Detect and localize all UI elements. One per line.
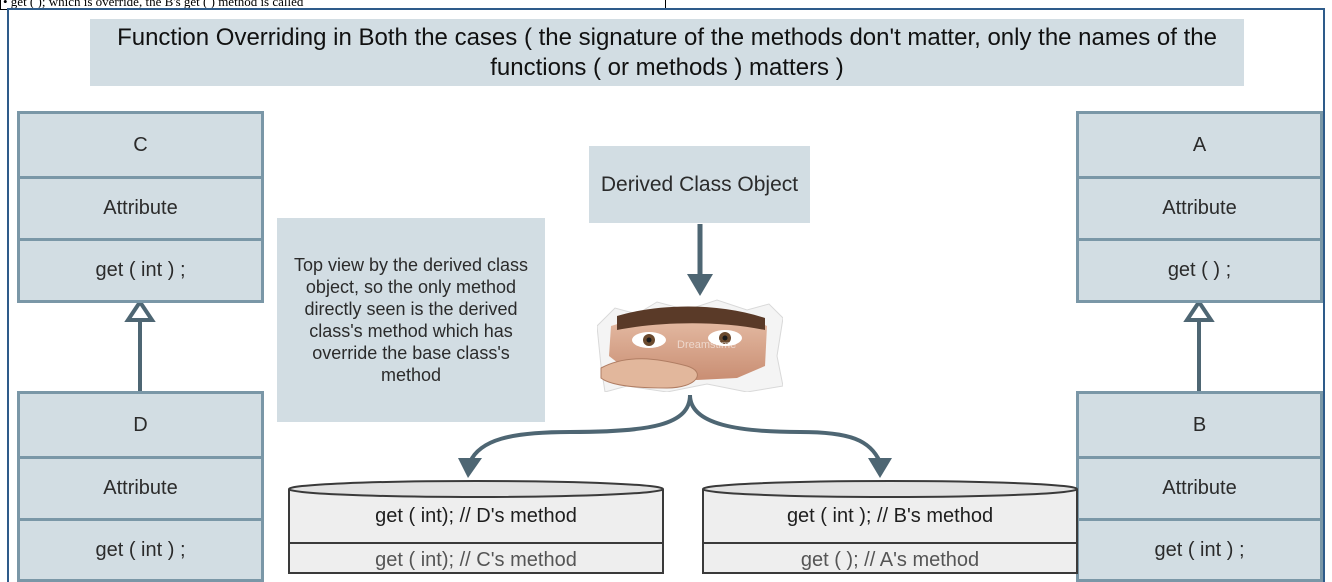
left-stack-top-method: get ( int); // D's method [375, 505, 577, 527]
derived-down-arrowhead [687, 274, 713, 296]
class-d-name: D [133, 413, 148, 436]
right-cylinder-shape [702, 480, 1078, 574]
class-d-attribute: Attribute [20, 456, 261, 518]
peeking-eyes-image: Dreamstime [597, 299, 783, 392]
class-b-attribute: Attribute [1079, 456, 1320, 518]
left-cylinder-shape [288, 480, 664, 574]
split-right-arrowhead [868, 458, 892, 478]
header-strip-text: • get ( ); which is override, the B's ge… [3, 0, 304, 9]
class-d-box: D Attribute get ( int ) ; [17, 391, 264, 582]
class-a-attribute: Attribute [1079, 176, 1320, 238]
right-method-stack: get ( int ); // B's method get ( ); // A… [701, 479, 1079, 575]
page-title: Function Overriding in Both the cases ( … [90, 19, 1244, 86]
left-stack-bottom-method: get ( int); // C's method [375, 549, 577, 571]
class-c-box: C Attribute get ( int ) ; [17, 111, 264, 303]
right-stack-top-method: get ( int ); // B's method [786, 505, 994, 527]
split-left-arrowhead [458, 458, 482, 478]
class-a-method: get ( ) ; [1079, 238, 1320, 300]
b-to-a-arrowhead [1183, 298, 1215, 322]
class-d-method: get ( int ) ; [20, 518, 261, 580]
class-c-attribute: Attribute [20, 176, 261, 238]
right-stack-bottom-method: get ( ); // A's method [800, 549, 980, 571]
d-to-c-arrowhead [124, 298, 156, 322]
class-a-name: A [1192, 133, 1207, 156]
watermark-text: Dreamstime [677, 339, 736, 351]
class-b-method: get ( int ) ; [1079, 518, 1320, 580]
class-c-name: C [133, 133, 148, 156]
explanation-note: Top view by the derived class object, so… [277, 218, 545, 422]
split-left-curve [468, 394, 692, 463]
derived-class-object-box: Derived Class Object [589, 146, 810, 223]
class-c-method: get ( int ) ; [20, 238, 261, 300]
class-b-box: B Attribute get ( int ) ; [1076, 391, 1323, 582]
split-right-curve [688, 394, 882, 463]
left-method-stack: get ( int); // D's method get ( int); //… [287, 479, 665, 575]
class-a-box: A Attribute get ( ) ; [1076, 111, 1323, 303]
class-b-name: B [1192, 413, 1207, 436]
